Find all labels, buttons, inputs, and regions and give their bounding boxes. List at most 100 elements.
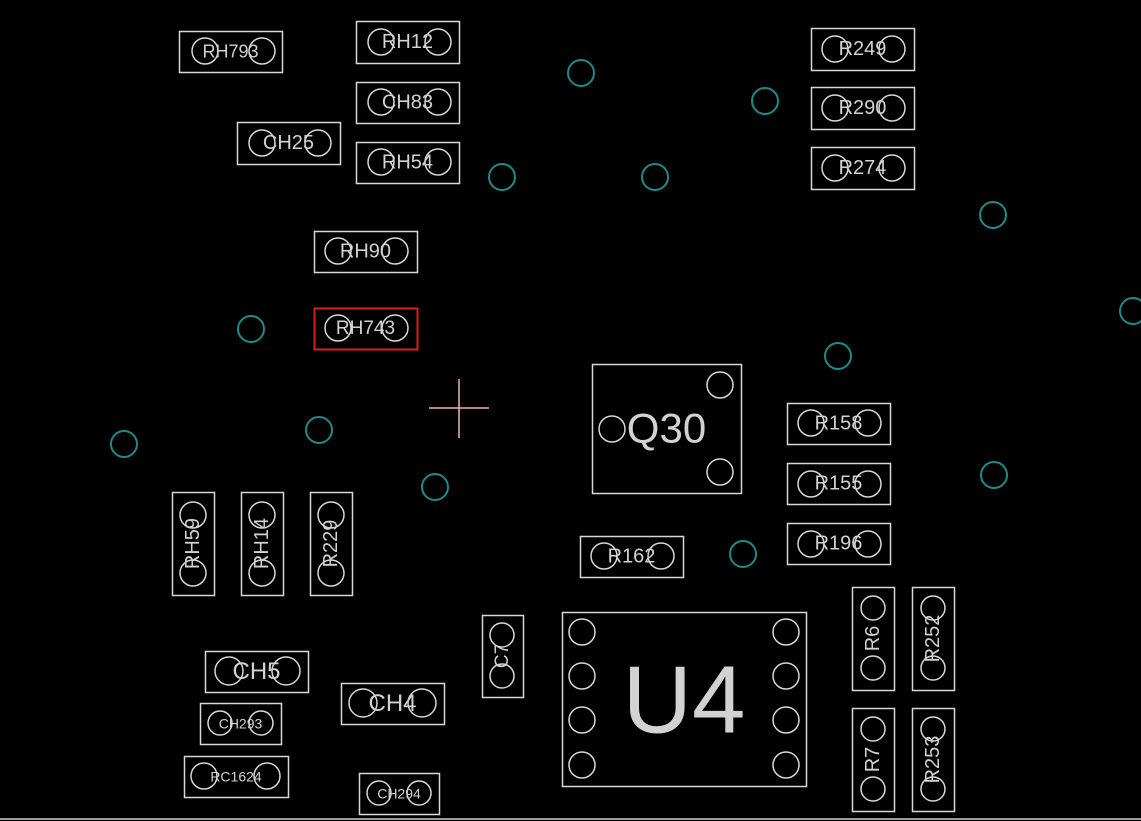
component-rh793[interactable]: RH793 <box>178 30 284 74</box>
component-q30[interactable]: Q30 <box>591 363 743 495</box>
component-outline <box>204 650 310 694</box>
via <box>305 416 333 444</box>
component-outline <box>851 707 896 813</box>
component-ch4[interactable]: CH4 <box>340 682 446 726</box>
refdes-label: CH83 <box>382 92 433 114</box>
pad <box>190 762 218 790</box>
pad <box>304 129 332 157</box>
pad <box>324 314 352 342</box>
pad <box>214 656 244 686</box>
component-u4[interactable]: U4 <box>561 611 808 788</box>
via-layer <box>110 59 1141 568</box>
component-r155[interactable]: R155 <box>786 462 892 506</box>
via <box>567 59 595 87</box>
component-rc1624[interactable]: RC1624 <box>183 755 290 799</box>
component-outline <box>178 30 284 74</box>
pad <box>920 655 946 681</box>
component-r274[interactable]: R274 <box>810 146 916 191</box>
component-r7[interactable]: R7 <box>851 707 896 813</box>
component-r290[interactable]: R290 <box>810 86 916 131</box>
pad <box>854 409 882 437</box>
refdes-label: RC1624 <box>210 769 262 785</box>
via <box>488 163 516 191</box>
component-ch25[interactable]: CH25 <box>236 121 342 166</box>
pad <box>821 94 849 122</box>
component-outline <box>355 141 461 185</box>
pad <box>179 501 207 529</box>
pad <box>878 154 906 182</box>
pad <box>407 688 437 718</box>
pad <box>381 314 409 342</box>
pad <box>854 470 882 498</box>
crosshair-cursor <box>429 379 489 438</box>
refdes-label: RH14 <box>251 518 273 569</box>
via <box>824 342 852 370</box>
via <box>110 430 138 458</box>
component-outline <box>199 702 283 746</box>
pad <box>191 37 219 65</box>
component-rh12[interactable]: RH12 <box>355 20 461 65</box>
component-outline <box>481 614 525 699</box>
component-r196[interactable]: R196 <box>786 522 892 566</box>
component-r158[interactable]: R158 <box>786 402 892 446</box>
component-r249[interactable]: R249 <box>810 27 916 72</box>
component-outline <box>810 27 916 72</box>
pad <box>598 415 626 443</box>
component-outline <box>340 682 446 726</box>
component-outline <box>355 81 461 125</box>
refdes-label: R274 <box>839 157 887 179</box>
pad <box>568 751 596 779</box>
component-outline <box>591 363 743 495</box>
component-rh54[interactable]: RH54 <box>355 141 461 185</box>
pad <box>878 35 906 63</box>
refdes-label: CH5 <box>232 658 280 685</box>
pad <box>821 154 849 182</box>
component-ch294[interactable]: CH294 <box>358 772 441 816</box>
pad <box>271 656 301 686</box>
component-rh743[interactable]: RH743 <box>313 307 419 351</box>
component-ch83[interactable]: CH83 <box>355 81 461 125</box>
refdes-label: RH90 <box>340 241 391 263</box>
pad <box>860 716 886 742</box>
refdes-label: R155 <box>815 473 863 495</box>
pad <box>248 501 276 529</box>
component-outline <box>355 20 461 65</box>
component-r6[interactable]: R6 <box>851 586 896 692</box>
pad <box>772 662 800 690</box>
component-outline <box>313 230 419 274</box>
pad <box>207 710 233 736</box>
component-c7[interactable]: C7 <box>481 614 525 699</box>
pad <box>424 28 452 56</box>
pad <box>860 776 886 802</box>
component-outline <box>911 586 956 692</box>
refdes-label: R249 <box>839 38 887 60</box>
component-outline <box>358 772 441 816</box>
component-r253[interactable]: R253 <box>911 707 956 813</box>
pad <box>647 542 675 570</box>
pad <box>772 751 800 779</box>
component-ch293[interactable]: CH293 <box>199 702 283 746</box>
component-rh59[interactable]: RH59 <box>171 491 216 597</box>
via <box>729 540 757 568</box>
pad <box>317 501 345 529</box>
pad <box>797 470 825 498</box>
refdes-label: RH743 <box>336 318 395 339</box>
pad <box>406 780 432 806</box>
component-r229[interactable]: R229 <box>309 491 354 597</box>
component-rh90[interactable]: RH90 <box>313 230 419 274</box>
component-r252[interactable]: R252 <box>911 586 956 692</box>
pad <box>878 94 906 122</box>
pad <box>348 688 378 718</box>
component-rh14[interactable]: RH14 <box>240 491 285 597</box>
component-outline <box>810 86 916 131</box>
via <box>751 87 779 115</box>
component-ch5[interactable]: CH5 <box>204 650 310 694</box>
component-r162[interactable]: R162 <box>579 535 685 579</box>
component-outline <box>309 491 354 597</box>
pad <box>489 622 515 648</box>
refdes-label: R162 <box>608 546 656 568</box>
refdes-label: R253 <box>922 736 944 784</box>
refdes-label: R7 <box>862 747 884 773</box>
